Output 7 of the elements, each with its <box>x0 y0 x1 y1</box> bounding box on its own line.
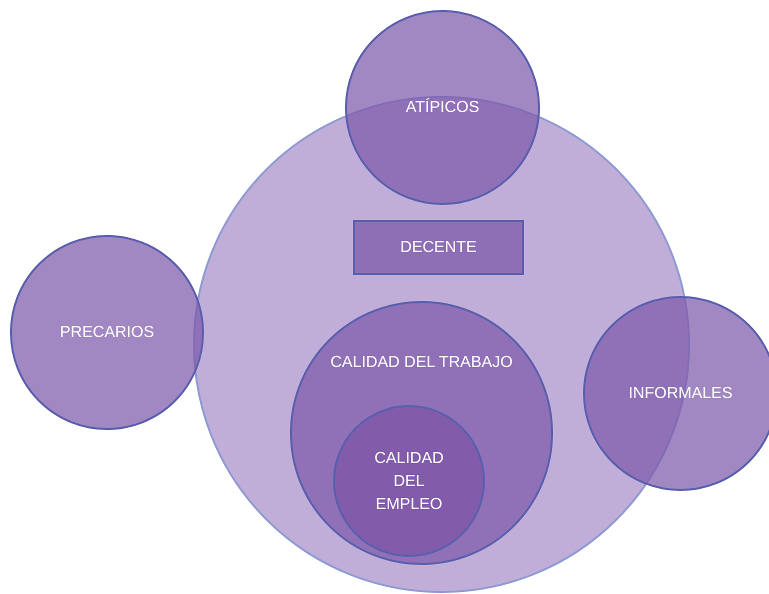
node-label: CALIDAD DEL TRABAJO <box>330 353 513 373</box>
node-label: PRECARIOS <box>60 323 154 343</box>
node-label: ATÍPICOS <box>406 97 480 118</box>
node-label: DECENTE <box>400 238 477 258</box>
node-label: INFORMALES <box>628 384 732 404</box>
rectangle <box>353 220 524 275</box>
node-label: CALIDAD DEL EMPLEO <box>373 448 445 514</box>
